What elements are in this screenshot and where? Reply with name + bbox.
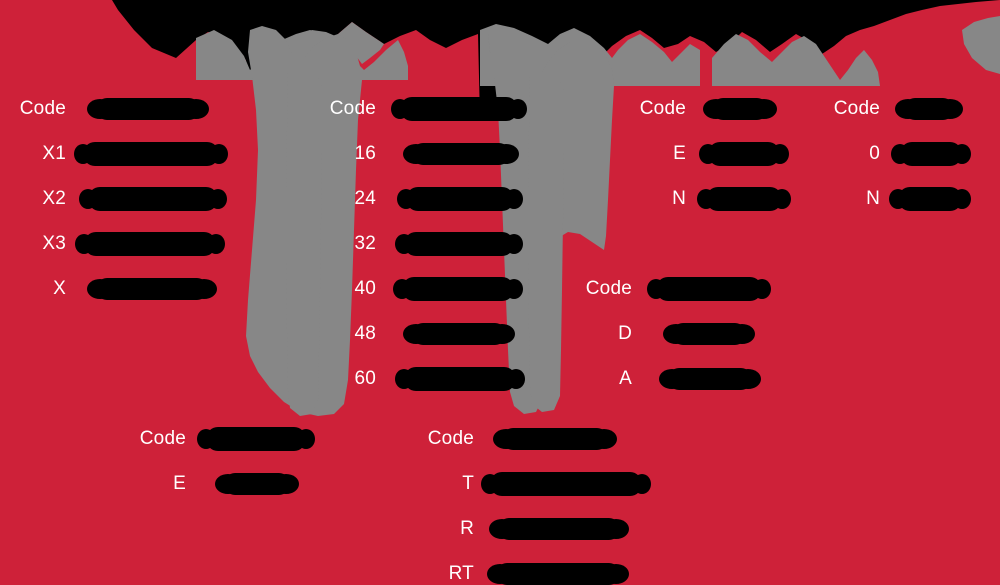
row-code: R	[460, 518, 474, 539]
table-row: 40	[326, 266, 523, 311]
table-row: 48	[326, 311, 518, 356]
table-row: E	[634, 131, 789, 176]
redaction-bar-value	[215, 472, 299, 495]
row-code: E	[173, 473, 186, 494]
redaction-bar-value	[403, 322, 515, 345]
row-code: X3	[42, 233, 66, 254]
table-row: X3	[8, 221, 225, 266]
table-x-codes: Code X1 X2 X3 X	[8, 86, 228, 311]
table-row: 24	[326, 176, 523, 221]
redaction-bar-value	[489, 517, 629, 540]
row-code: 0	[869, 143, 880, 164]
table-numeric-codes: Code 16 24 32 40 48 60	[326, 86, 527, 401]
redaction-bar-value	[87, 277, 217, 300]
column-header-code: Code	[19, 98, 66, 119]
redaction-bar-value	[74, 141, 228, 166]
table-0n-codes: Code 0 N	[828, 86, 971, 221]
redaction-bar-header	[197, 426, 315, 451]
redaction-bar-header	[647, 276, 771, 301]
grey-artifact-right-edge	[962, 16, 1000, 74]
redaction-bar-value	[659, 367, 761, 390]
table-row: R	[418, 506, 642, 551]
table-row: X2	[8, 176, 227, 221]
row-code: 60	[354, 368, 376, 389]
grey-artifact-top-far-right	[712, 34, 880, 86]
table-header-row: Code	[828, 86, 963, 131]
redaction-bar-value	[403, 142, 519, 165]
table-header-row: Code	[132, 416, 315, 461]
table-row: 32	[326, 221, 523, 266]
row-code: T	[462, 473, 474, 494]
table-row: 0	[828, 131, 971, 176]
table-header-row: Code	[578, 266, 771, 311]
row-code: RT	[448, 563, 474, 584]
column-header-code: Code	[833, 98, 880, 119]
redaction-bar-header	[493, 427, 617, 450]
row-code: 40	[354, 278, 376, 299]
redaction-bar-value	[397, 186, 523, 211]
column-header-code: Code	[585, 278, 632, 299]
row-code: 48	[354, 323, 376, 344]
redaction-bar-value	[697, 186, 791, 211]
redaction-bar-value	[891, 141, 971, 166]
table-row: 16	[326, 131, 519, 176]
redaction-bar-value	[79, 186, 227, 211]
column-header-code: Code	[427, 428, 474, 449]
redaction-bar-value	[889, 186, 971, 211]
table-row: N	[828, 176, 971, 221]
redaction-bar-value	[487, 562, 629, 585]
column-header-code: Code	[139, 428, 186, 449]
column-header-code: Code	[639, 98, 686, 119]
row-code: N	[866, 188, 880, 209]
redaction-bar-header	[87, 97, 209, 120]
redaction-bar-header	[391, 96, 527, 121]
table-header-row: Code	[634, 86, 782, 131]
table-e-code: Code E	[132, 416, 315, 506]
redaction-bar-value	[699, 141, 789, 166]
redaction-bar-value	[395, 231, 523, 256]
row-code: 16	[354, 143, 376, 164]
redaction-bar-value	[393, 276, 523, 301]
table-row: T	[418, 461, 651, 506]
table-header-row: Code	[8, 86, 219, 131]
table-row: RT	[418, 551, 642, 585]
row-code: E	[673, 143, 686, 164]
row-code: A	[619, 368, 632, 389]
redaction-bar-value	[663, 322, 755, 345]
table-row: X	[8, 266, 219, 311]
table-en-codes: Code E N	[634, 86, 791, 221]
row-code: 24	[354, 188, 376, 209]
table-da-codes: Code D A	[578, 266, 771, 401]
column-header-code: Code	[329, 98, 376, 119]
table-header-row: Code	[418, 416, 642, 461]
row-code: X2	[42, 188, 66, 209]
redaction-bar-value	[481, 471, 651, 496]
redaction-bar-header	[703, 97, 777, 120]
grey-column-left-stem	[286, 68, 322, 416]
row-code: X	[53, 278, 66, 299]
row-code: X1	[42, 143, 66, 164]
redaction-bar-value	[75, 231, 225, 256]
table-row: E	[132, 461, 306, 506]
table-row: A	[578, 356, 762, 401]
table-trt-codes: Code T R RT	[418, 416, 651, 585]
redaction-bar-header	[895, 97, 963, 120]
row-code: D	[618, 323, 632, 344]
table-row: N	[634, 176, 791, 221]
table-row: D	[578, 311, 762, 356]
row-code: 32	[354, 233, 376, 254]
row-code: N	[672, 188, 686, 209]
table-header-row: Code	[326, 86, 527, 131]
grey-column-right-stem	[528, 72, 564, 412]
table-row: X1	[8, 131, 228, 176]
table-row: 60	[326, 356, 525, 401]
redaction-bar-value	[395, 366, 525, 391]
